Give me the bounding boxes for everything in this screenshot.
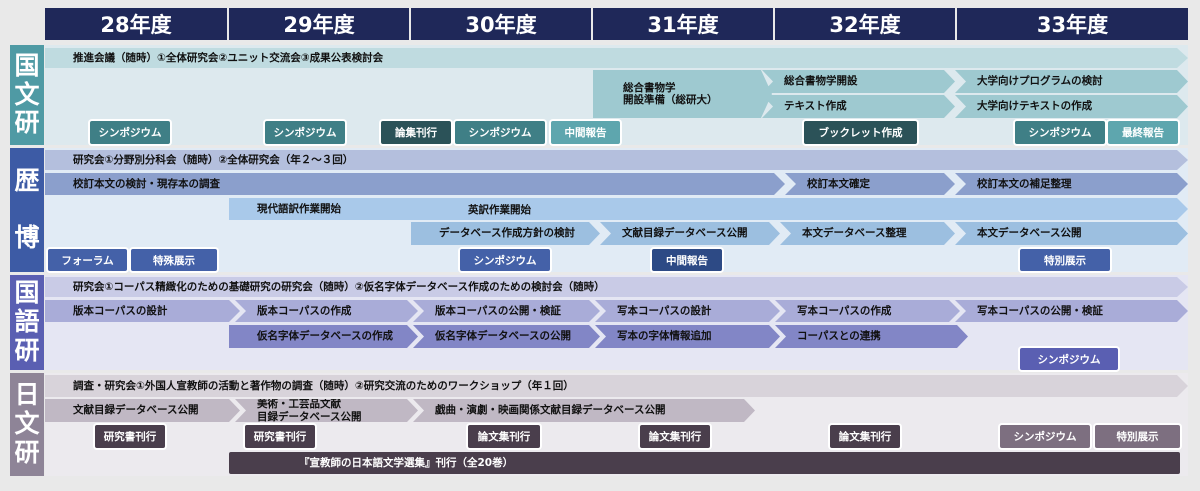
timeline-bar: 戯曲・演劇・映画関係文献目録データベース公開 [413,399,755,422]
timeline-bar: 写本コーパスの作成 [775,300,960,322]
timeline-bar: 仮名字体データベースの作成 [229,325,418,348]
milestone-badge: 特別展示 [1020,249,1110,271]
timeline-bar: 文献目録データベース公開 [600,222,780,245]
timeline-bar: 美術・工芸品文献 目録データベース公開 [235,399,418,422]
timeline-bar: 仮名字体データベースの公開 [413,325,600,348]
year-header: 30年度 [411,8,591,40]
milestone-badge: 論文集刊行 [830,425,900,448]
timeline-bar: 版本コーパスの設計 [45,300,240,322]
milestone-badge: シンポジウム [1000,425,1090,448]
section-label-rekihaku: 歴 博 [10,148,44,272]
milestone-badge: 研究書刊行 [95,425,165,448]
milestone-badge: シンポジウム [265,121,345,144]
timeline-bar: 総合書物学開設 [762,70,955,93]
section-label-nichibunken: 日 文 研 [10,373,44,476]
milestone-badge: シンポジウム [90,121,170,144]
timeline-bar: 版本コーパスの作成 [235,300,418,322]
timeline-bar: 大学向けテキストの作成 [955,95,1188,118]
timeline-bar: 調査・研究会①外国人宣教師の活動と著作物の調査（随時）②研究交流のためのワークシ… [45,375,1188,397]
milestone-badge: 特殊展示 [131,249,217,271]
timeline-bar: 写本コーパスの公開・検証 [955,300,1188,322]
milestone-badge: 論集刊行 [381,121,451,144]
timeline-bar: 文献目録データベース公開 [45,399,240,422]
timeline-bar: 『宣教師の日本語文学選集』刊行（全20巻） [229,452,1180,474]
milestone-badge: フォーラム [48,249,127,271]
year-header: 29年度 [229,8,409,40]
timeline-bar: コーパスとの連携 [775,325,968,348]
section-label-kokugoken: 国 語 研 [10,275,44,370]
milestone-badge: シンポジウム [455,121,545,144]
milestone-badge: シンポジウム [460,249,550,271]
timeline-bar: データベース作成方針の検討 [411,222,600,245]
timeline-bar: 写本の字体情報追加 [595,325,780,348]
milestone-badge: 最終報告 [1108,121,1178,144]
milestone-badge: 研究書刊行 [245,425,315,448]
timeline-bar: 研究会①コーパス精緻化のための基礎研究の研究会（随時）②仮名字体データベース作成… [45,277,1188,297]
timeline-bar: 写本コーパスの設計 [595,300,780,322]
timeline-label: 英訳作業開始 [468,203,531,216]
milestone-badge: 論文集刊行 [468,425,540,448]
timeline-bar: テキスト作成 [762,95,955,118]
year-header: 32年度 [775,8,955,40]
timeline-bar: 校訂本文確定 [785,173,955,195]
timeline-bar: 現代語訳作業開始 [229,198,1188,220]
milestone-badge: 中間報告 [551,121,620,144]
section-label-kokubunken: 国 文 研 [10,45,44,145]
year-header: 28年度 [45,8,227,40]
milestone-badge: シンポジウム [1015,121,1105,144]
timeline-bar: 研究会①分野別分科会（随時）②全体研究会（年２～３回） [45,150,1188,170]
milestone-badge: 論文集刊行 [640,425,710,448]
timeline-bar: 本文データベース整理 [780,222,955,245]
milestone-badge: ブックレット作成 [804,121,917,144]
milestone-badge: 特別展示 [1095,425,1180,448]
timeline-bar: 総合書物学 開設準備（総研大） [593,70,772,118]
timeline-bar: 校訂本文の補足整理 [955,173,1188,195]
milestone-badge: シンポジウム [1020,348,1118,370]
timeline-bar: 校訂本文の検討・現存本の調査 [45,173,785,195]
timeline-bar: 本文データベース公開 [955,222,1188,245]
timeline-bar: 推進会議（随時）①全体研究会②ユニット交流会③成果公表検討会 [45,48,1188,68]
timeline-bar: 版本コーパスの公開・検証 [413,300,600,322]
year-header: 33年度 [957,8,1188,40]
milestone-badge: 中間報告 [652,249,722,271]
timeline-bar: 大学向けプログラムの検討 [955,70,1188,93]
year-header: 31年度 [593,8,773,40]
